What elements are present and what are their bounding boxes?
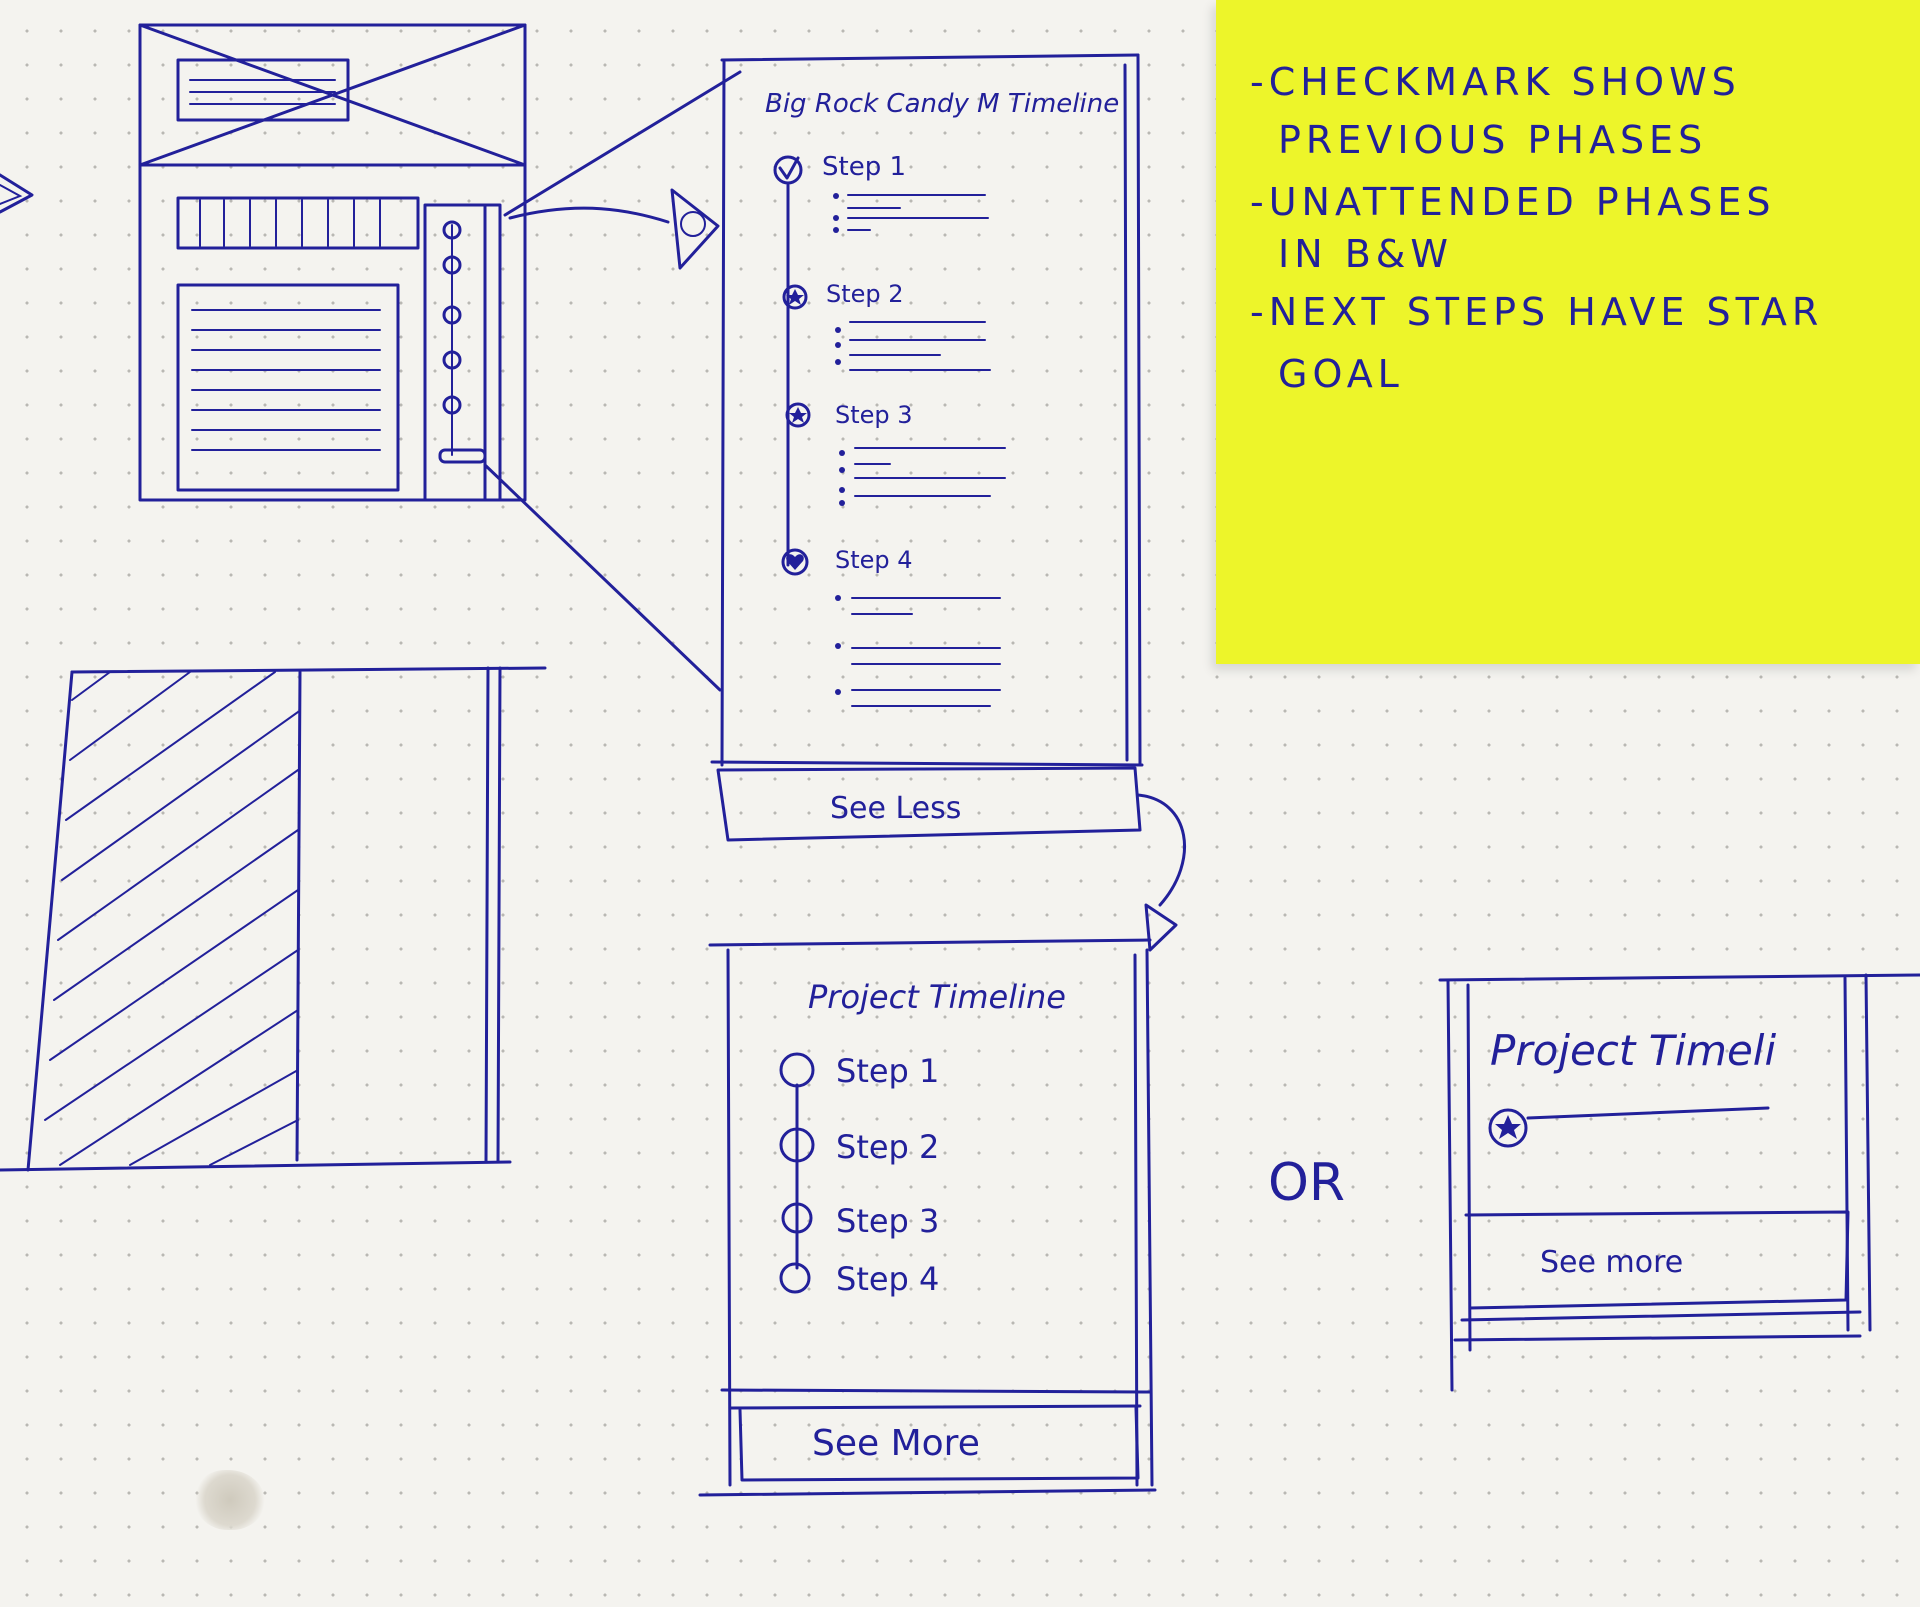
step-label: Step 4	[836, 1260, 939, 1298]
timeline-title: Project Timeli	[1490, 1026, 1776, 1075]
arrow-icon	[0, 173, 34, 214]
note-line: -CHECKMARK SHOWS	[1250, 60, 1741, 104]
heart-icon	[781, 548, 809, 576]
star-icon	[782, 284, 808, 310]
timeline-title: Big Rock Candy M Timeline	[765, 89, 1119, 119]
note-line: GOAL	[1278, 352, 1404, 396]
compact-timeline-card: Project Timeli See more	[1438, 973, 1920, 1392]
see-more-button[interactable]	[738, 1406, 1140, 1482]
checkmark-icon	[773, 155, 803, 185]
connector-lines	[483, 70, 1187, 952]
note-line: -NEXT STEPS HAVE STAR	[1250, 290, 1824, 334]
step-label: Step 1	[836, 1052, 939, 1090]
star-icon	[785, 402, 811, 428]
star-icon	[1488, 1108, 1528, 1148]
hatched-wireframe	[0, 666, 547, 1172]
see-less-label[interactable]: See Less	[830, 791, 961, 826]
sticky-note: -CHECKMARK SHOWS PREVIOUS PHASES -UNATTE…	[1216, 0, 1920, 664]
see-more-label[interactable]: See more	[1540, 1245, 1683, 1280]
step-label: Step 2	[826, 280, 904, 308]
timeline-title: Project Timeline	[808, 978, 1066, 1016]
step-label: Step 4	[835, 546, 913, 574]
step-label: Step 2	[836, 1128, 939, 1166]
see-more-label[interactable]: See More	[812, 1423, 980, 1464]
step-label: Step 1	[822, 152, 906, 182]
expanded-timeline-card: Big Rock Candy M Timeline Step 1 Step 2 …	[710, 53, 1144, 842]
note-line: -UNATTENDED PHASES	[1250, 180, 1776, 224]
page-wireframe	[138, 23, 527, 502]
see-less-button[interactable]	[716, 766, 1142, 842]
step-label: Step 3	[836, 1202, 939, 1240]
coffee-stain	[195, 1470, 265, 1530]
note-line: PREVIOUS PHASES	[1278, 118, 1708, 162]
see-more-button[interactable]	[1464, 1210, 1850, 1310]
collapsed-timeline-card: Project Timeline Step 1 Step 2 Step 3 St…	[698, 938, 1157, 1497]
or-label: OR	[1268, 1153, 1345, 1213]
note-line: IN B&W	[1278, 232, 1453, 276]
step-label: Step 3	[835, 401, 913, 429]
